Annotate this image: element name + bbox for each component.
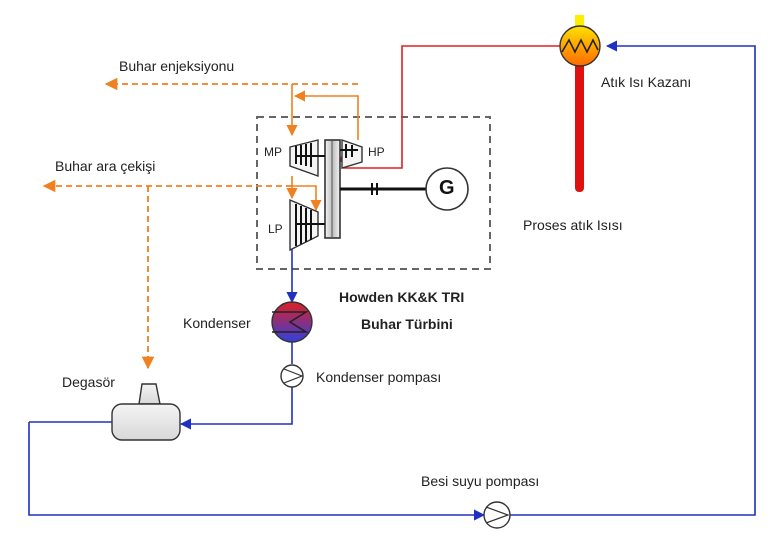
heat-bar-top: [575, 15, 584, 30]
boiler-coil-icon: [561, 38, 599, 54]
condenser-coil-icon: [272, 311, 309, 333]
hp-label: HP: [368, 145, 385, 159]
feedwater-pump: [483, 501, 511, 529]
process-heat-bar: [575, 62, 584, 192]
mp-blades: [295, 143, 325, 167]
condenser-pump-label: Kondenser pompası: [316, 369, 442, 385]
deaerator-dome: [138, 383, 161, 405]
deaerator-vessel: [111, 403, 181, 441]
mp-turbine: [289, 139, 319, 177]
steam-extraction-label: Buhar ara çekişi: [55, 158, 156, 174]
feedwater-pump-label: Besi suyu pompası: [421, 473, 540, 489]
generator-label: G: [439, 177, 455, 199]
deaerator-label: Degasör: [62, 374, 115, 390]
lp-blades: [295, 204, 325, 246]
title-line-1: Howden KK&K TRI: [339, 289, 465, 305]
steam-injection-label: Buhar enjeksiyonu: [119, 58, 235, 74]
condenser-label: Kondenser: [183, 315, 251, 331]
mp-to-lp-bypass: [292, 185, 322, 212]
lp-label: LP: [268, 222, 283, 236]
process-waste-heat-label: Proses atık Isısı: [523, 217, 623, 233]
title-line-2: Buhar Türbini: [361, 316, 453, 332]
hp-blades: [340, 144, 358, 158]
mp-label: MP: [264, 145, 282, 159]
condenser: [271, 301, 313, 343]
waste-heat-boiler: [559, 25, 601, 67]
waste-heat-boiler-label: Atık Isı Kazanı: [601, 74, 692, 90]
feedwater-pump-icon: [485, 506, 510, 524]
feedwater-to-pump: [28, 422, 486, 521]
condensate-line: [179, 386, 293, 430]
hp-to-mp-line: [293, 90, 359, 140]
condenser-pump-icon: [283, 368, 304, 384]
feedwater-loop: [497, 40, 756, 516]
condenser-pump: [280, 364, 304, 388]
generator: [425, 167, 469, 211]
